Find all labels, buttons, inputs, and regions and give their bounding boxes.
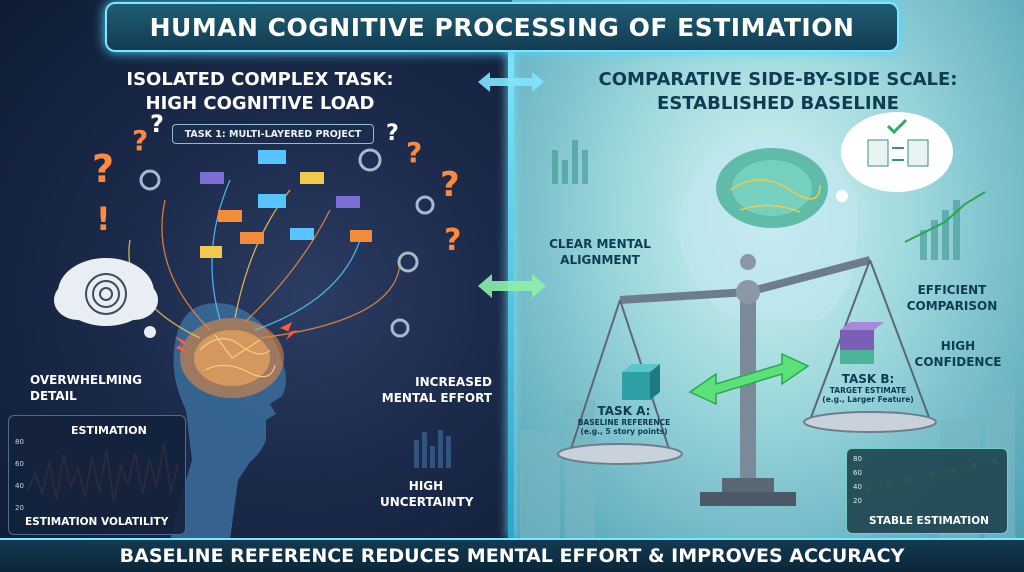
balance-scale [557,254,937,506]
stable-caption: STABLE ESTIMATION [869,515,989,527]
task-a-line2: (e.g., 5 story points) [580,427,668,436]
left-heading-line1: ISOLATED COMPLEX TASK: [126,69,394,90]
task-b-line2: (e.g., Larger Feature) [822,395,914,404]
cube-a-icon [622,364,660,400]
document-icon [867,139,889,167]
task-b-label: TASK B: TARGET ESTIMATE (e.g., Larger Fe… [816,372,920,404]
task-a-title: TASK A: [597,404,651,418]
chart-caption: ESTIMATION VOLATILITY [25,516,169,528]
mental-alignment-label: CLEAR MENTAL ALIGNMENT [548,236,652,268]
task1-label: TASK 1: MULTI-LAYERED PROJECT [172,124,374,144]
ytick: 40 [853,483,862,491]
comparison-line2: COMPARISON [906,299,998,313]
exclamation-icon: ! [96,200,111,238]
question-mark-icon: ? [386,121,399,146]
divider-arrows [478,72,546,298]
confidence-line1: HIGH [940,339,976,353]
ytick: 20 [15,504,24,512]
right-heading: COMPARATIVE SIDE-BY-SIDE SCALE: ESTABLIS… [548,68,1008,116]
maze-thought-cloud [54,258,158,338]
ytick: 40 [15,482,24,490]
footer-text: BASELINE REFERENCE REDUCES MENTAL EFFORT… [119,545,905,567]
comparison-arrow-icon [688,352,810,406]
effort-line1: INCREASED [415,375,492,389]
left-bg-bars [414,430,451,468]
right-heading-line2: ESTABLISHED BASELINE [657,93,899,114]
checkmark-icon [886,118,908,135]
task-b-title: TASK B: [841,372,895,386]
lightning-icons [175,322,298,354]
question-marks: ? ? ? ? ? ! [92,124,461,258]
gear-icon [358,148,382,172]
high-confidence-label: HIGH CONFIDENCE [910,338,1006,370]
comparison-line1: EFFICIENT [917,283,987,297]
alignment-line1: CLEAR MENTAL [549,237,651,251]
task-b-line1: TARGET ESTIMATE [829,386,907,395]
overwhelming-detail-label: OVERWHELMING DETAIL [30,372,142,404]
alignment-line2: ALIGNMENT [560,253,640,267]
ytick: 80 [853,455,862,463]
swap-arrows-icon [892,147,904,161]
question-mark-icon: ? [132,124,148,157]
confidence-line2: CONFIDENCE [914,355,1002,369]
ytick: 20 [853,497,862,505]
question-mark-icon: ? [92,147,114,191]
page-title: HUMAN COGNITIVE PROCESSING OF ESTIMATION [149,12,855,42]
ytick: 60 [15,460,24,468]
stable-chart: 80 60 40 20 STABLE ESTIMATION [846,448,1008,534]
flowchart-boxes [200,150,372,258]
question-mark-icon: ? [440,165,460,205]
task-a-label: TASK A: BASELINE REFERENCE (e.g., 5 stor… [576,404,672,436]
chart-title: ESTIMATION [71,424,147,437]
title-banner: HUMAN COGNITIVE PROCESSING OF ESTIMATION [105,2,899,52]
left-heading: ISOLATED COMPLEX TASK: HIGH COGNITIVE LO… [70,68,450,116]
effort-line2: MENTAL EFFORT [381,391,492,405]
ytick: 80 [15,438,24,446]
question-mark-icon: ? [444,223,461,258]
efficient-comparison-label: EFFICIENT COMPARISON [896,282,1008,314]
left-heading-line2: HIGH COGNITIVE LOAD [145,93,375,114]
overwhelming-line2: DETAIL [30,389,77,403]
volatility-chart: ESTIMATION 80 60 40 20 ESTIMATION VOLATI… [8,415,186,535]
task-a-line1: BASELINE REFERENCE [577,418,671,427]
right-bg-bars [552,140,960,260]
ytick: 60 [853,469,862,477]
overwhelming-line1: OVERWHELMING [30,373,143,387]
uncertainty-label: HIGH UNCERTAINTY [380,478,474,510]
document-icon [907,139,929,167]
double-arrow-icon [478,72,544,92]
maze-icon [85,273,127,315]
gear-icon [390,318,410,338]
question-mark-icon: ? [150,110,164,138]
stack-b-icon [840,322,884,364]
uncertainty-line1: HIGH [408,479,444,493]
compare-thought-cloud [836,112,953,202]
gear-icon [415,195,435,215]
question-mark-icon: ? [406,136,422,169]
double-arrow-icon [478,274,546,298]
mental-effort-label: INCREASED MENTAL EFFORT [376,374,492,406]
gear-icons [139,148,435,338]
footer-banner: BASELINE REFERENCE REDUCES MENTAL EFFORT… [0,538,1024,572]
gear-icon [397,251,419,273]
uncertainty-line2: UNCERTAINTY [380,495,474,509]
right-heading-line1: COMPARATIVE SIDE-BY-SIDE SCALE: [598,69,958,90]
gear-icon [139,169,161,191]
